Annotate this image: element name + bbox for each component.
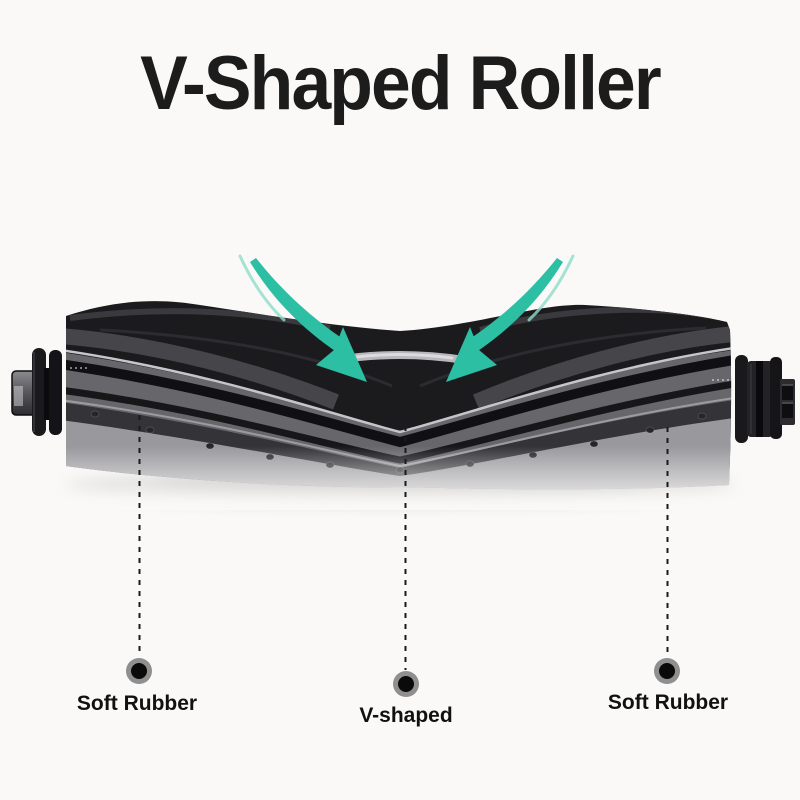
right-axle-disc xyxy=(770,357,782,439)
right-axle xyxy=(735,355,795,443)
callout-dots xyxy=(126,658,680,697)
left-axle-disc xyxy=(49,350,62,435)
left-axle-disc xyxy=(32,348,46,436)
right-arrow-icon xyxy=(446,254,575,382)
left-shaft-highlight xyxy=(14,386,23,406)
callout-lines xyxy=(138,393,669,670)
label-soft-rubber-left: Soft Rubber xyxy=(76,692,198,715)
left-arrow-icon xyxy=(238,254,367,382)
label-soft-rubber-right: Soft Rubber xyxy=(607,691,729,714)
molded-marks xyxy=(70,367,729,381)
page-title: V-Shaped Roller xyxy=(140,41,662,126)
right-axle-disc xyxy=(735,355,748,443)
bottom-fade xyxy=(30,446,770,510)
label-v-shaped: V-shaped xyxy=(359,704,453,727)
left-axle xyxy=(11,348,62,436)
left-axle-hub xyxy=(44,368,51,420)
